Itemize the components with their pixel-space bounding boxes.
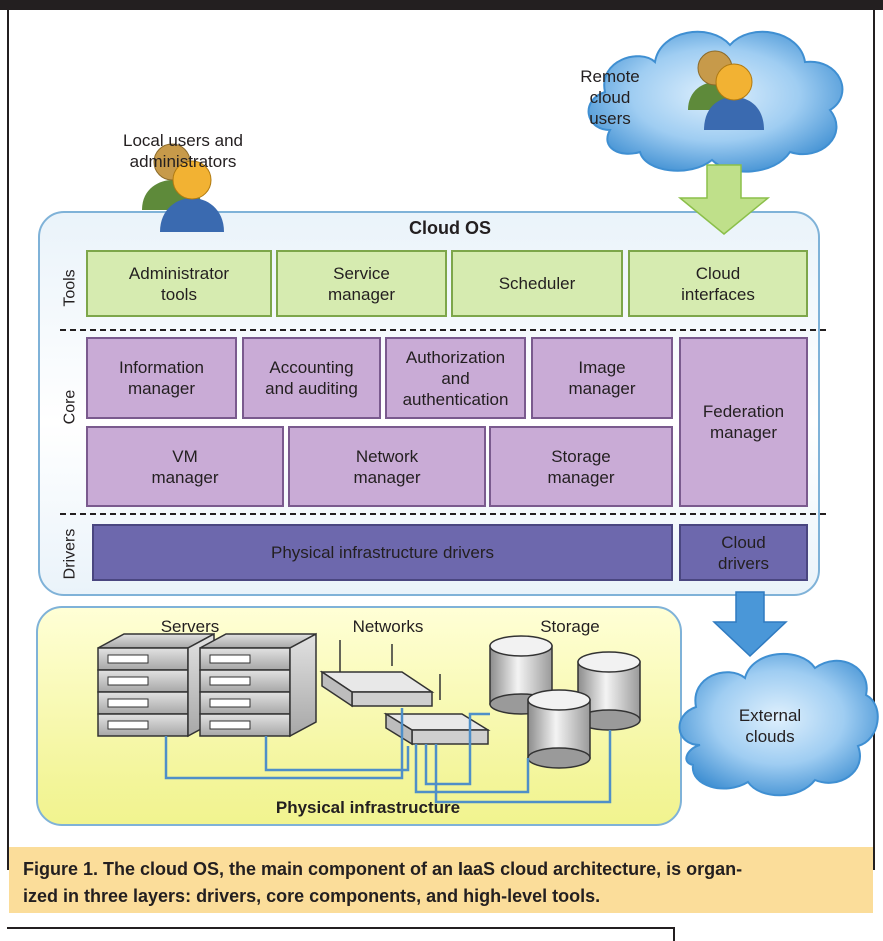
figure-number: Figure 1. bbox=[23, 859, 99, 879]
information-manager-label: Information manager bbox=[118, 358, 205, 398]
cloud-interfaces-label: Cloud interfaces bbox=[681, 263, 755, 304]
vm-manager-box: VM manager bbox=[86, 426, 284, 507]
bottom-tick bbox=[673, 927, 675, 941]
layer-tools-label: Tools bbox=[61, 269, 79, 307]
cloud-drivers-box: Cloud drivers bbox=[679, 524, 808, 581]
figure-caption: Figure 1. The cloud OS, the main compone… bbox=[9, 847, 873, 913]
servers-label: Servers bbox=[160, 617, 220, 636]
storage-label: Storage bbox=[540, 617, 600, 636]
cloud-os-title: Cloud OS bbox=[409, 218, 491, 238]
authorization-box: Authorization and authentication bbox=[385, 337, 526, 419]
blue-arrow-icon bbox=[712, 591, 788, 658]
core-drivers-separator bbox=[60, 513, 826, 515]
layer-core-label: Core bbox=[61, 389, 79, 425]
network-cable-lines bbox=[164, 708, 612, 804]
federation-manager-box: Federation manager bbox=[679, 337, 808, 507]
information-manager-box: Information manager bbox=[86, 337, 237, 419]
right-rule bbox=[873, 10, 875, 870]
local-users-icon bbox=[142, 143, 224, 232]
server-rack-icon bbox=[97, 632, 317, 738]
physical-drivers-box: Physical infrastructure drivers bbox=[92, 524, 673, 581]
networks-label: Networks bbox=[352, 617, 424, 636]
caption-line-1: The cloud OS, the main component of an I… bbox=[98, 859, 743, 879]
local-users-label: Local users and administrators bbox=[122, 131, 244, 171]
service-manager-label: Service manager bbox=[327, 263, 396, 304]
image-manager-label: Image manager bbox=[568, 358, 636, 398]
accounting-auditing-label: Accounting and auditing bbox=[265, 358, 358, 398]
bottom-rule bbox=[7, 927, 675, 929]
scheduler-box: Scheduler bbox=[451, 250, 623, 317]
green-arrow-icon bbox=[677, 164, 771, 235]
image-manager-box: Image manager bbox=[531, 337, 673, 419]
administrator-tools-box: Administrator tools bbox=[86, 250, 272, 317]
router-icon bbox=[319, 640, 491, 746]
administrator-tools-label: Administrator tools bbox=[128, 263, 230, 304]
storage-manager-label: Storage manager bbox=[547, 446, 615, 487]
left-rule bbox=[7, 10, 9, 870]
remote-users-icon bbox=[688, 50, 764, 130]
physical-infrastructure-title: Physical infrastructure bbox=[275, 798, 461, 817]
storage-disk-icon bbox=[489, 635, 641, 769]
accounting-auditing-box: Accounting and auditing bbox=[242, 337, 381, 419]
cloud-interfaces-box: Cloud interfaces bbox=[628, 250, 808, 317]
external-clouds-label: External clouds bbox=[738, 706, 802, 746]
top-rule bbox=[0, 0, 883, 10]
federation-manager-label: Federation manager bbox=[702, 402, 785, 442]
layer-drivers-label: Drivers bbox=[61, 528, 79, 580]
remote-users-label: Remote cloud users bbox=[580, 67, 640, 128]
service-manager-box: Service manager bbox=[276, 250, 447, 317]
storage-manager-box: Storage manager bbox=[489, 426, 673, 507]
network-manager-label: Network manager bbox=[353, 446, 421, 487]
authorization-label: Authorization and authentication bbox=[402, 347, 509, 409]
external-cloud-icon bbox=[678, 652, 879, 797]
tools-core-separator bbox=[60, 329, 826, 331]
cloud-drivers-label: Cloud drivers bbox=[717, 532, 769, 573]
vm-manager-label: VM manager bbox=[151, 446, 219, 487]
caption-line-2: ized in three layers: drivers, core comp… bbox=[23, 886, 601, 906]
physical-drivers-label: Physical infrastructure drivers bbox=[271, 543, 494, 562]
network-manager-box: Network manager bbox=[288, 426, 486, 507]
scheduler-label: Scheduler bbox=[498, 274, 576, 293]
